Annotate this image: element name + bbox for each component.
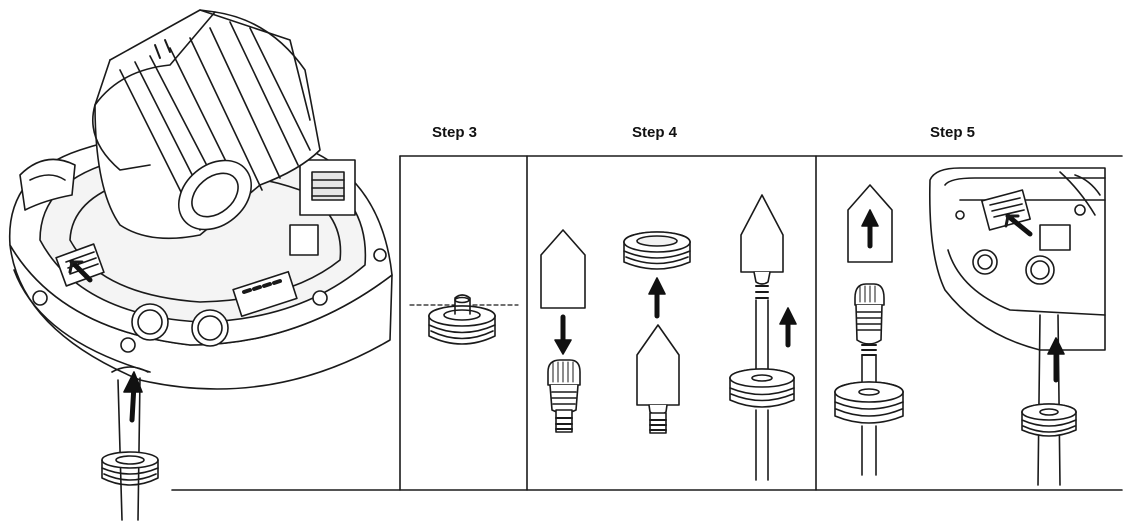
pull-cap-shape [540, 229, 586, 309]
step-3-illustration [409, 294, 519, 345]
step-4-label: Step 4 [632, 124, 678, 141]
down-arrow [554, 339, 572, 355]
up-arrow [779, 307, 797, 325]
camera-dome-illustration [8, 9, 393, 521]
up-arrow [861, 209, 879, 227]
steps-panel-frame [171, 155, 1123, 491]
up-arrow [1047, 337, 1065, 355]
step-3-label: Step 3 [432, 124, 478, 141]
step-5-label: Step 5 [930, 124, 976, 141]
step-5-illustration [834, 167, 1106, 486]
up-arrow [648, 277, 666, 295]
step-4-illustration [540, 194, 797, 481]
rj45-connector [547, 359, 581, 386]
